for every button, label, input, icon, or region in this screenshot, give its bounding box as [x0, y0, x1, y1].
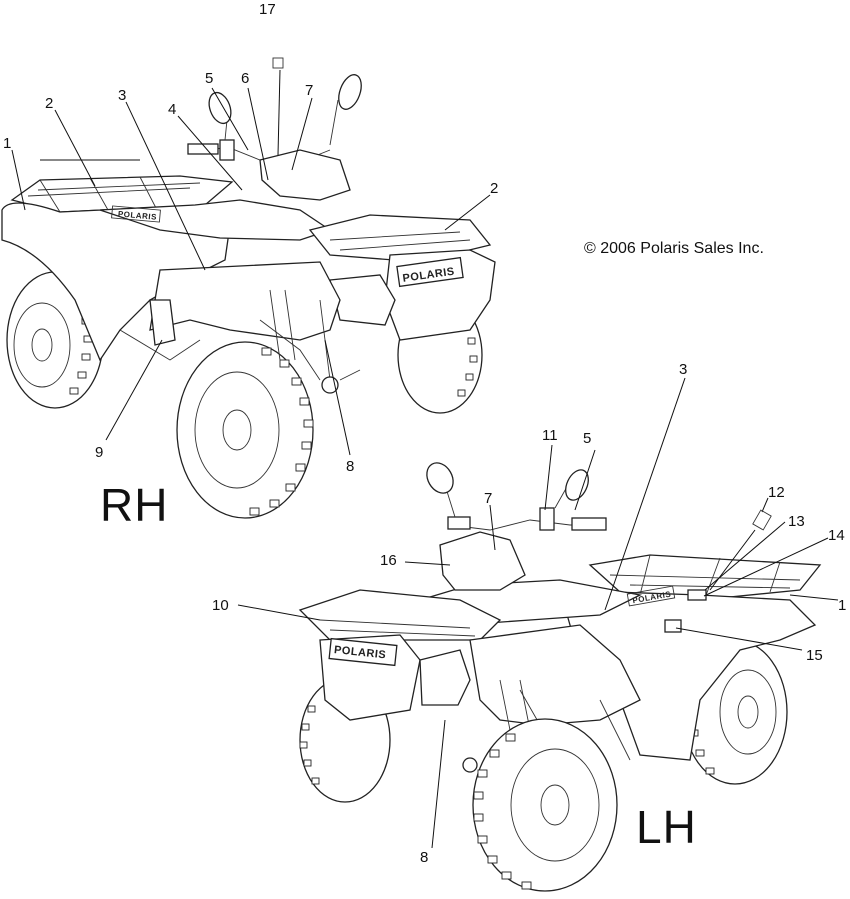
callout-rh-3: 3 — [118, 87, 126, 104]
atv-rh-drawing: POLARIS POLARIS — [1, 74, 496, 519]
callout-rh-8: 8 — [346, 458, 354, 475]
callout-lh-16: 16 — [380, 552, 397, 569]
callout-lh-14: 14 — [828, 527, 845, 544]
callout-lh-13: 13 — [788, 513, 805, 530]
copyright-notice: © 2006 Polaris Sales Inc. — [584, 240, 764, 257]
callout-rh-2: 2 — [45, 95, 53, 112]
lh-callout-numbers: 3 11 5 7 12 13 14 16 10 1 15 8 — [212, 361, 846, 866]
lh-front-near-wheel — [472, 718, 618, 892]
callout-lh-12: 12 — [768, 484, 785, 501]
callout-rh-9: 9 — [95, 444, 103, 461]
callout-lh-8: 8 — [420, 849, 428, 866]
rh-leader-lines — [11, 57, 491, 456]
callout-lh-10: 10 — [212, 597, 229, 614]
atv-lh-drawing: POLARIS POLARIS — [298, 462, 822, 892]
callout-lh-1: 1 — [838, 597, 846, 614]
callout-rh-6: 6 — [241, 70, 249, 87]
lh-front-grille-decal: POLARIS — [333, 644, 386, 661]
rh-side-decal: POLARIS — [118, 209, 158, 221]
callout-rh-4: 4 — [168, 101, 176, 118]
rh-front-near-wheel — [176, 341, 314, 519]
callout-rh-2b: 2 — [490, 180, 498, 197]
callout-rh-5: 5 — [205, 70, 213, 87]
callout-lh-11: 11 — [542, 427, 558, 444]
callout-lh-5: 5 — [583, 430, 591, 447]
callout-lh-7: 7 — [484, 490, 492, 507]
callout-lh-3: 3 — [679, 361, 687, 378]
view-label-rh: RH — [100, 479, 169, 531]
lh-leader-lines — [237, 377, 839, 849]
rh-callout-numbers: 1 2 3 4 5 6 17 7 2 9 8 — [3, 1, 498, 475]
callout-rh-17: 17 — [259, 1, 276, 18]
view-label-lh: LH — [636, 801, 697, 853]
callout-rh-1: 1 — [3, 135, 11, 152]
callout-lh-15: 15 — [806, 647, 823, 664]
callout-rh-7: 7 — [305, 82, 313, 99]
